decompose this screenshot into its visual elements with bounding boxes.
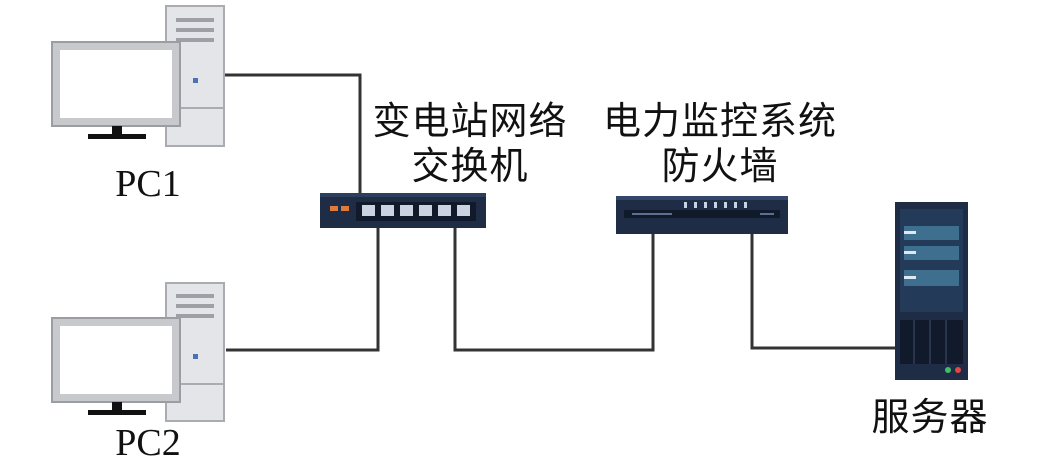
pc2-label: PC2: [115, 422, 181, 464]
server-device: [895, 202, 968, 380]
switch-device: [320, 193, 486, 228]
switch-label-line1: 变电站网络: [372, 99, 568, 143]
wire-firewall-server: [750, 234, 895, 350]
wire-pc2-switch: [226, 228, 380, 352]
pc1-monitor: [51, 41, 181, 139]
wire-pc1-switch: [224, 73, 362, 194]
firewall-device: [616, 196, 788, 234]
wires: [224, 73, 895, 352]
server-label: 服务器: [871, 395, 989, 439]
pc1-label: PC1: [115, 163, 181, 205]
pc2-monitor: [51, 317, 181, 415]
wire-switch-firewall: [453, 228, 655, 352]
firewall-label-line2: 防火墙: [661, 144, 779, 188]
switch-label-line2: 交换机: [411, 144, 529, 188]
firewall-label-line1: 电力监控系统: [602, 99, 837, 143]
